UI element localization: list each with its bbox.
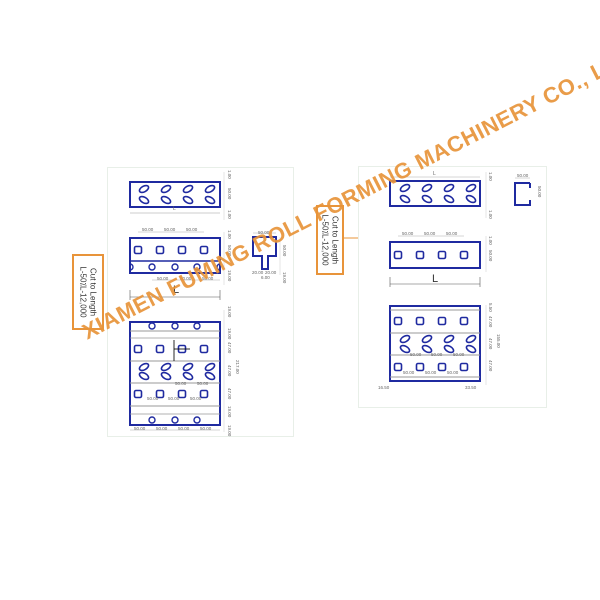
- label-title: Cut to Length: [89, 267, 99, 317]
- dim: 50.00: [517, 173, 529, 178]
- right-flat-pattern: [389, 305, 487, 385]
- dim: 47.00: [488, 316, 493, 328]
- dim: 1.00: [488, 210, 493, 219]
- dim: 1.00: [227, 210, 232, 219]
- label-range: L-50⁒L-12,000: [79, 266, 89, 318]
- dim: 50.00: [178, 426, 190, 431]
- right-cut-to-length-label: Cut to Length L-50⁒L-12,000: [316, 205, 344, 275]
- dim: 47.00: [488, 338, 493, 350]
- dim: 50.00: [431, 352, 443, 357]
- dim: 5.50: [488, 303, 493, 312]
- dim: 50.00: [403, 370, 415, 375]
- dim: 19.00: [227, 425, 232, 437]
- dim: 50.00: [202, 276, 214, 281]
- dim: 50.00: [200, 426, 212, 431]
- left-channel-plate: [129, 231, 225, 300]
- left-top-plate: [129, 172, 225, 220]
- dim: 50.00: [190, 396, 202, 401]
- right-top-length-label: L: [433, 171, 436, 177]
- dim: 50.00: [175, 381, 187, 386]
- dim: 50.00: [488, 250, 493, 262]
- right-section-profile: [514, 177, 531, 206]
- dim: 50.00: [168, 396, 180, 401]
- dim: 155.00: [496, 334, 501, 348]
- dim: 19.00: [227, 406, 232, 418]
- right-top-plate: [389, 172, 487, 218]
- dim: 33.50: [465, 385, 477, 390]
- dim: 50.00: [164, 227, 176, 232]
- dim: 50.00: [227, 188, 232, 200]
- dim: 50.00: [157, 276, 169, 281]
- dim: 19.00: [227, 306, 232, 318]
- dim: 50.00: [453, 352, 465, 357]
- dim: 47.00: [227, 388, 232, 400]
- dim: 50.00: [134, 426, 146, 431]
- dim: 50.00: [447, 370, 459, 375]
- dim: 50.00: [537, 186, 542, 198]
- dim: 20.00: [265, 270, 277, 275]
- dim: 50.00: [446, 231, 458, 236]
- dim: 50.00: [156, 426, 168, 431]
- dim: 1.00: [488, 172, 493, 181]
- dim: 6.00: [261, 275, 270, 280]
- dim: 50.00: [424, 231, 436, 236]
- dim: 1.00: [227, 170, 232, 179]
- dim: 20.00: [252, 270, 264, 275]
- dim: 50.00: [258, 230, 270, 235]
- label-title: Cut to Length: [331, 215, 341, 265]
- right-channel-plate: [389, 235, 487, 287]
- dim: 50.00: [402, 231, 414, 236]
- dim: 19.00: [227, 328, 232, 340]
- dim: 217.00: [235, 360, 240, 374]
- dim: 50.00: [142, 227, 154, 232]
- left-flat-pattern: [129, 310, 225, 432]
- dim: 50.00: [197, 381, 209, 386]
- dim: 19.00: [282, 272, 287, 284]
- dim: 50.00: [180, 276, 192, 281]
- right-length-label: L: [432, 273, 439, 285]
- dim: 50.00: [425, 370, 437, 375]
- dim: 47.00: [227, 365, 232, 377]
- left-top-length-label: L: [173, 206, 176, 212]
- dim: 16.50: [378, 385, 390, 390]
- left-cut-to-length-label: Cut to Length L-50⁒L-12,000: [72, 254, 104, 330]
- left-section-profile: [252, 232, 281, 275]
- dim: 1.00: [488, 236, 493, 245]
- dim: 50.00: [186, 227, 198, 232]
- dim: 50.00: [410, 352, 422, 357]
- dim: 47.00: [488, 360, 493, 372]
- dim: 50.00: [147, 396, 159, 401]
- dim: 47.00: [227, 342, 232, 354]
- left-length-label: L: [173, 284, 180, 296]
- dim: 1.00: [227, 230, 232, 239]
